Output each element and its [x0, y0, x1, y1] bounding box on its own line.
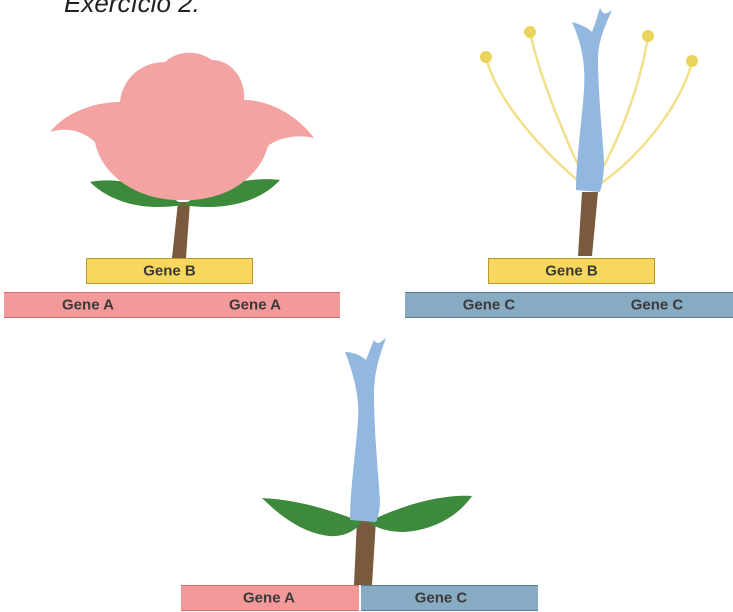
- sepal-left: [262, 498, 362, 536]
- gene-a-bar-1: Gene A Gene A: [4, 292, 340, 318]
- gene-b-bar-1: Gene B: [86, 258, 253, 284]
- gene-c-bar-2: Gene C Gene C: [405, 292, 733, 318]
- gene-label: Gene C: [415, 590, 468, 607]
- gene-label: Gene A: [229, 297, 281, 314]
- flower-panel-1: [50, 53, 314, 258]
- stem: [172, 202, 190, 258]
- carpel: [345, 338, 386, 522]
- gene-label: Gene C: [463, 297, 516, 314]
- stem: [578, 192, 598, 256]
- flower-panel-3: [262, 338, 472, 585]
- gene-label: Gene B: [545, 263, 598, 280]
- stem: [354, 520, 376, 585]
- flower-panel-2: [480, 8, 698, 256]
- gene-label: Gene A: [62, 297, 114, 314]
- gene-b-bar-2: Gene B: [488, 258, 655, 284]
- gene-c-bar-3: Gene C: [361, 585, 538, 611]
- gene-label: Gene B: [143, 263, 196, 280]
- sepal-right: [368, 496, 472, 532]
- gene-a-bar-3: Gene A: [181, 585, 359, 611]
- gene-label: Gene A: [243, 590, 295, 607]
- gene-label: Gene C: [631, 297, 684, 314]
- petals: [50, 53, 314, 200]
